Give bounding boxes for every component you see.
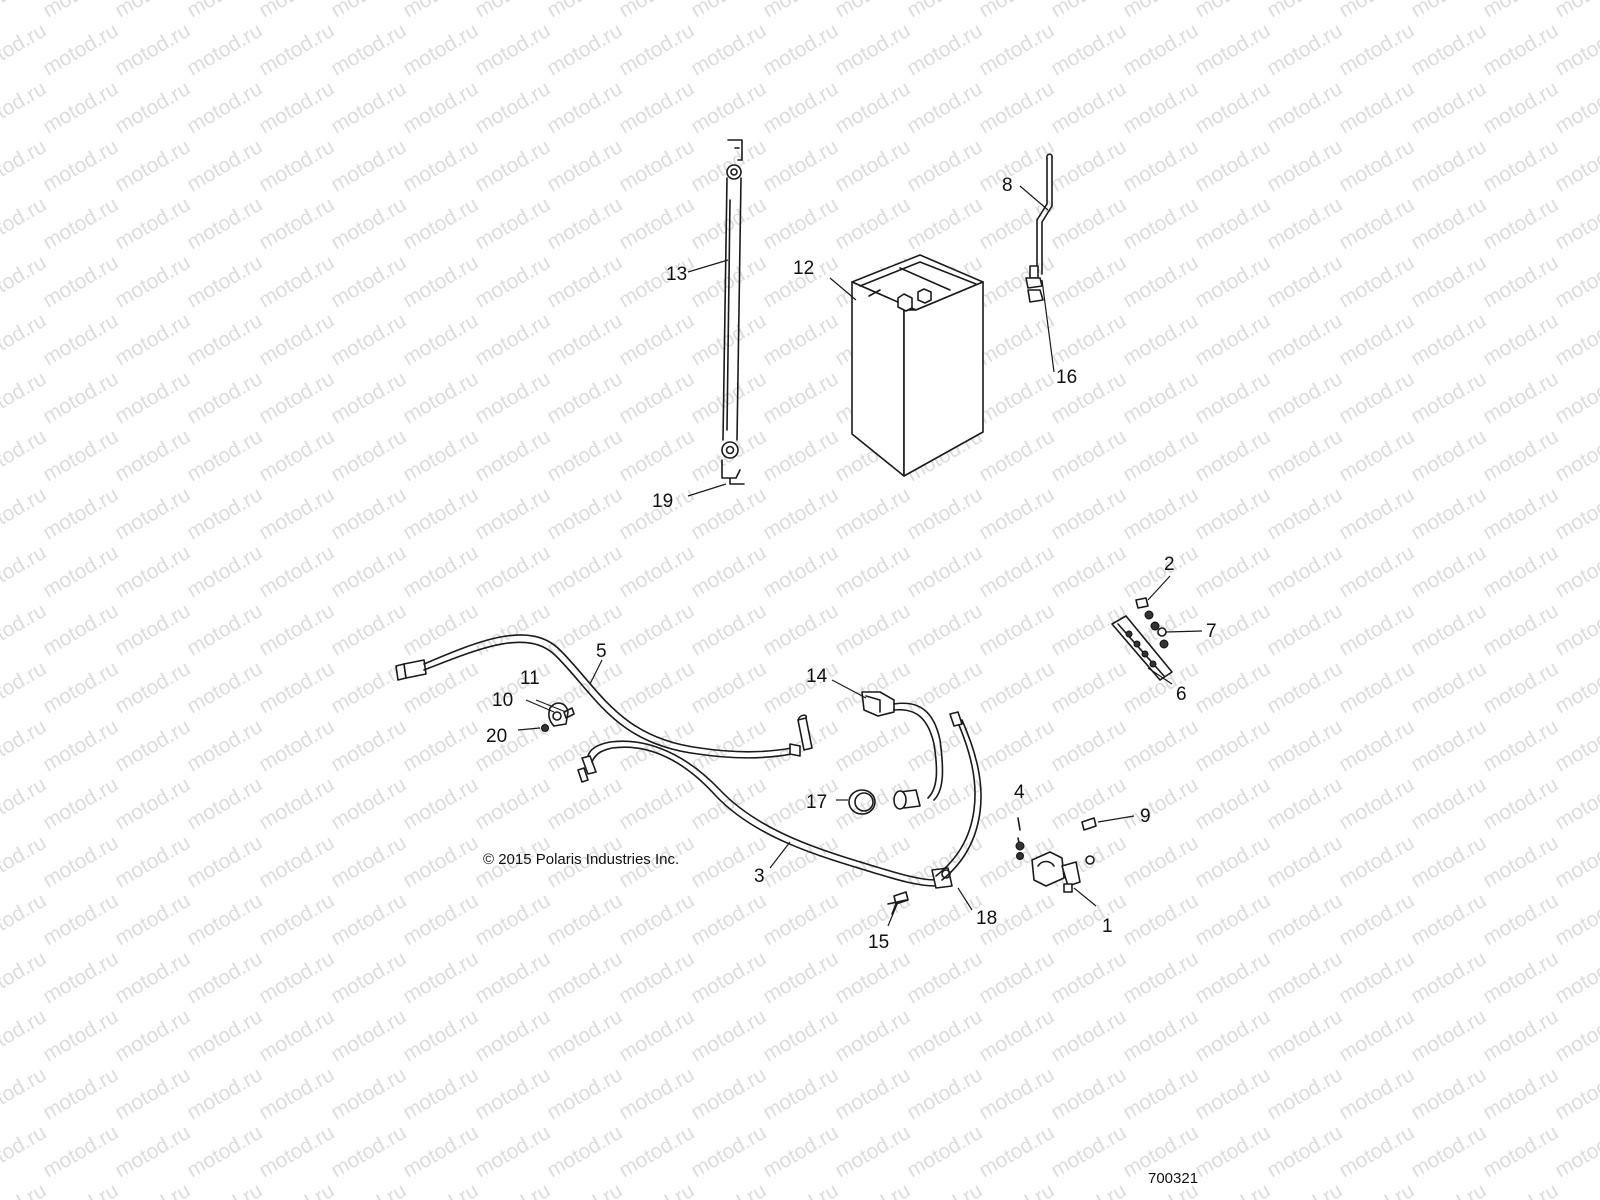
callout-labels: 1 2 3 4 5 6 7 8 9 10 11 12 13 14 15 16 1… (486, 175, 1217, 953)
callout-19: 19 (652, 491, 673, 512)
callout-6: 6 (1176, 684, 1187, 705)
callout-8: 8 (1002, 175, 1013, 196)
callout-10: 10 (492, 690, 513, 711)
callout-15: 15 (868, 932, 889, 953)
callout-3: 3 (754, 866, 765, 887)
fuse-hardware (1135, 597, 1169, 649)
solenoid-relay (1031, 817, 1097, 893)
grommet (848, 789, 876, 815)
relay-nuts (1015, 817, 1025, 860)
negative-cable (577, 711, 982, 889)
callout-13: 13 (666, 264, 687, 285)
callout-12: 12 (793, 258, 814, 279)
callout-4: 4 (1014, 782, 1025, 803)
diagram-number: 700321 (1148, 1170, 1198, 1187)
callout-16: 16 (1056, 367, 1077, 388)
callout-7: 7 (1206, 621, 1217, 642)
battery-strap (721, 139, 745, 485)
callout-5: 5 (596, 641, 607, 662)
callout-2: 2 (1164, 554, 1175, 575)
fuse-block (1111, 615, 1173, 681)
ground-bolt (887, 891, 909, 915)
copyright-notice: © 2015 Polaris Industries Inc. (483, 851, 679, 868)
cable-clamp (541, 702, 575, 732)
callout-9: 9 (1140, 806, 1151, 827)
terminal-bolts (1025, 265, 1044, 303)
hook-rod (1036, 153, 1053, 277)
callout-11: 11 (520, 668, 540, 689)
callout-18: 18 (976, 908, 997, 929)
callout-1: 1 (1102, 916, 1113, 937)
callout-17: 17 (806, 792, 827, 813)
positive-cable (395, 634, 813, 759)
terminal-boot-cable (861, 691, 944, 810)
callout-14: 14 (806, 666, 828, 687)
battery (851, 254, 984, 477)
callout-20: 20 (486, 726, 507, 747)
